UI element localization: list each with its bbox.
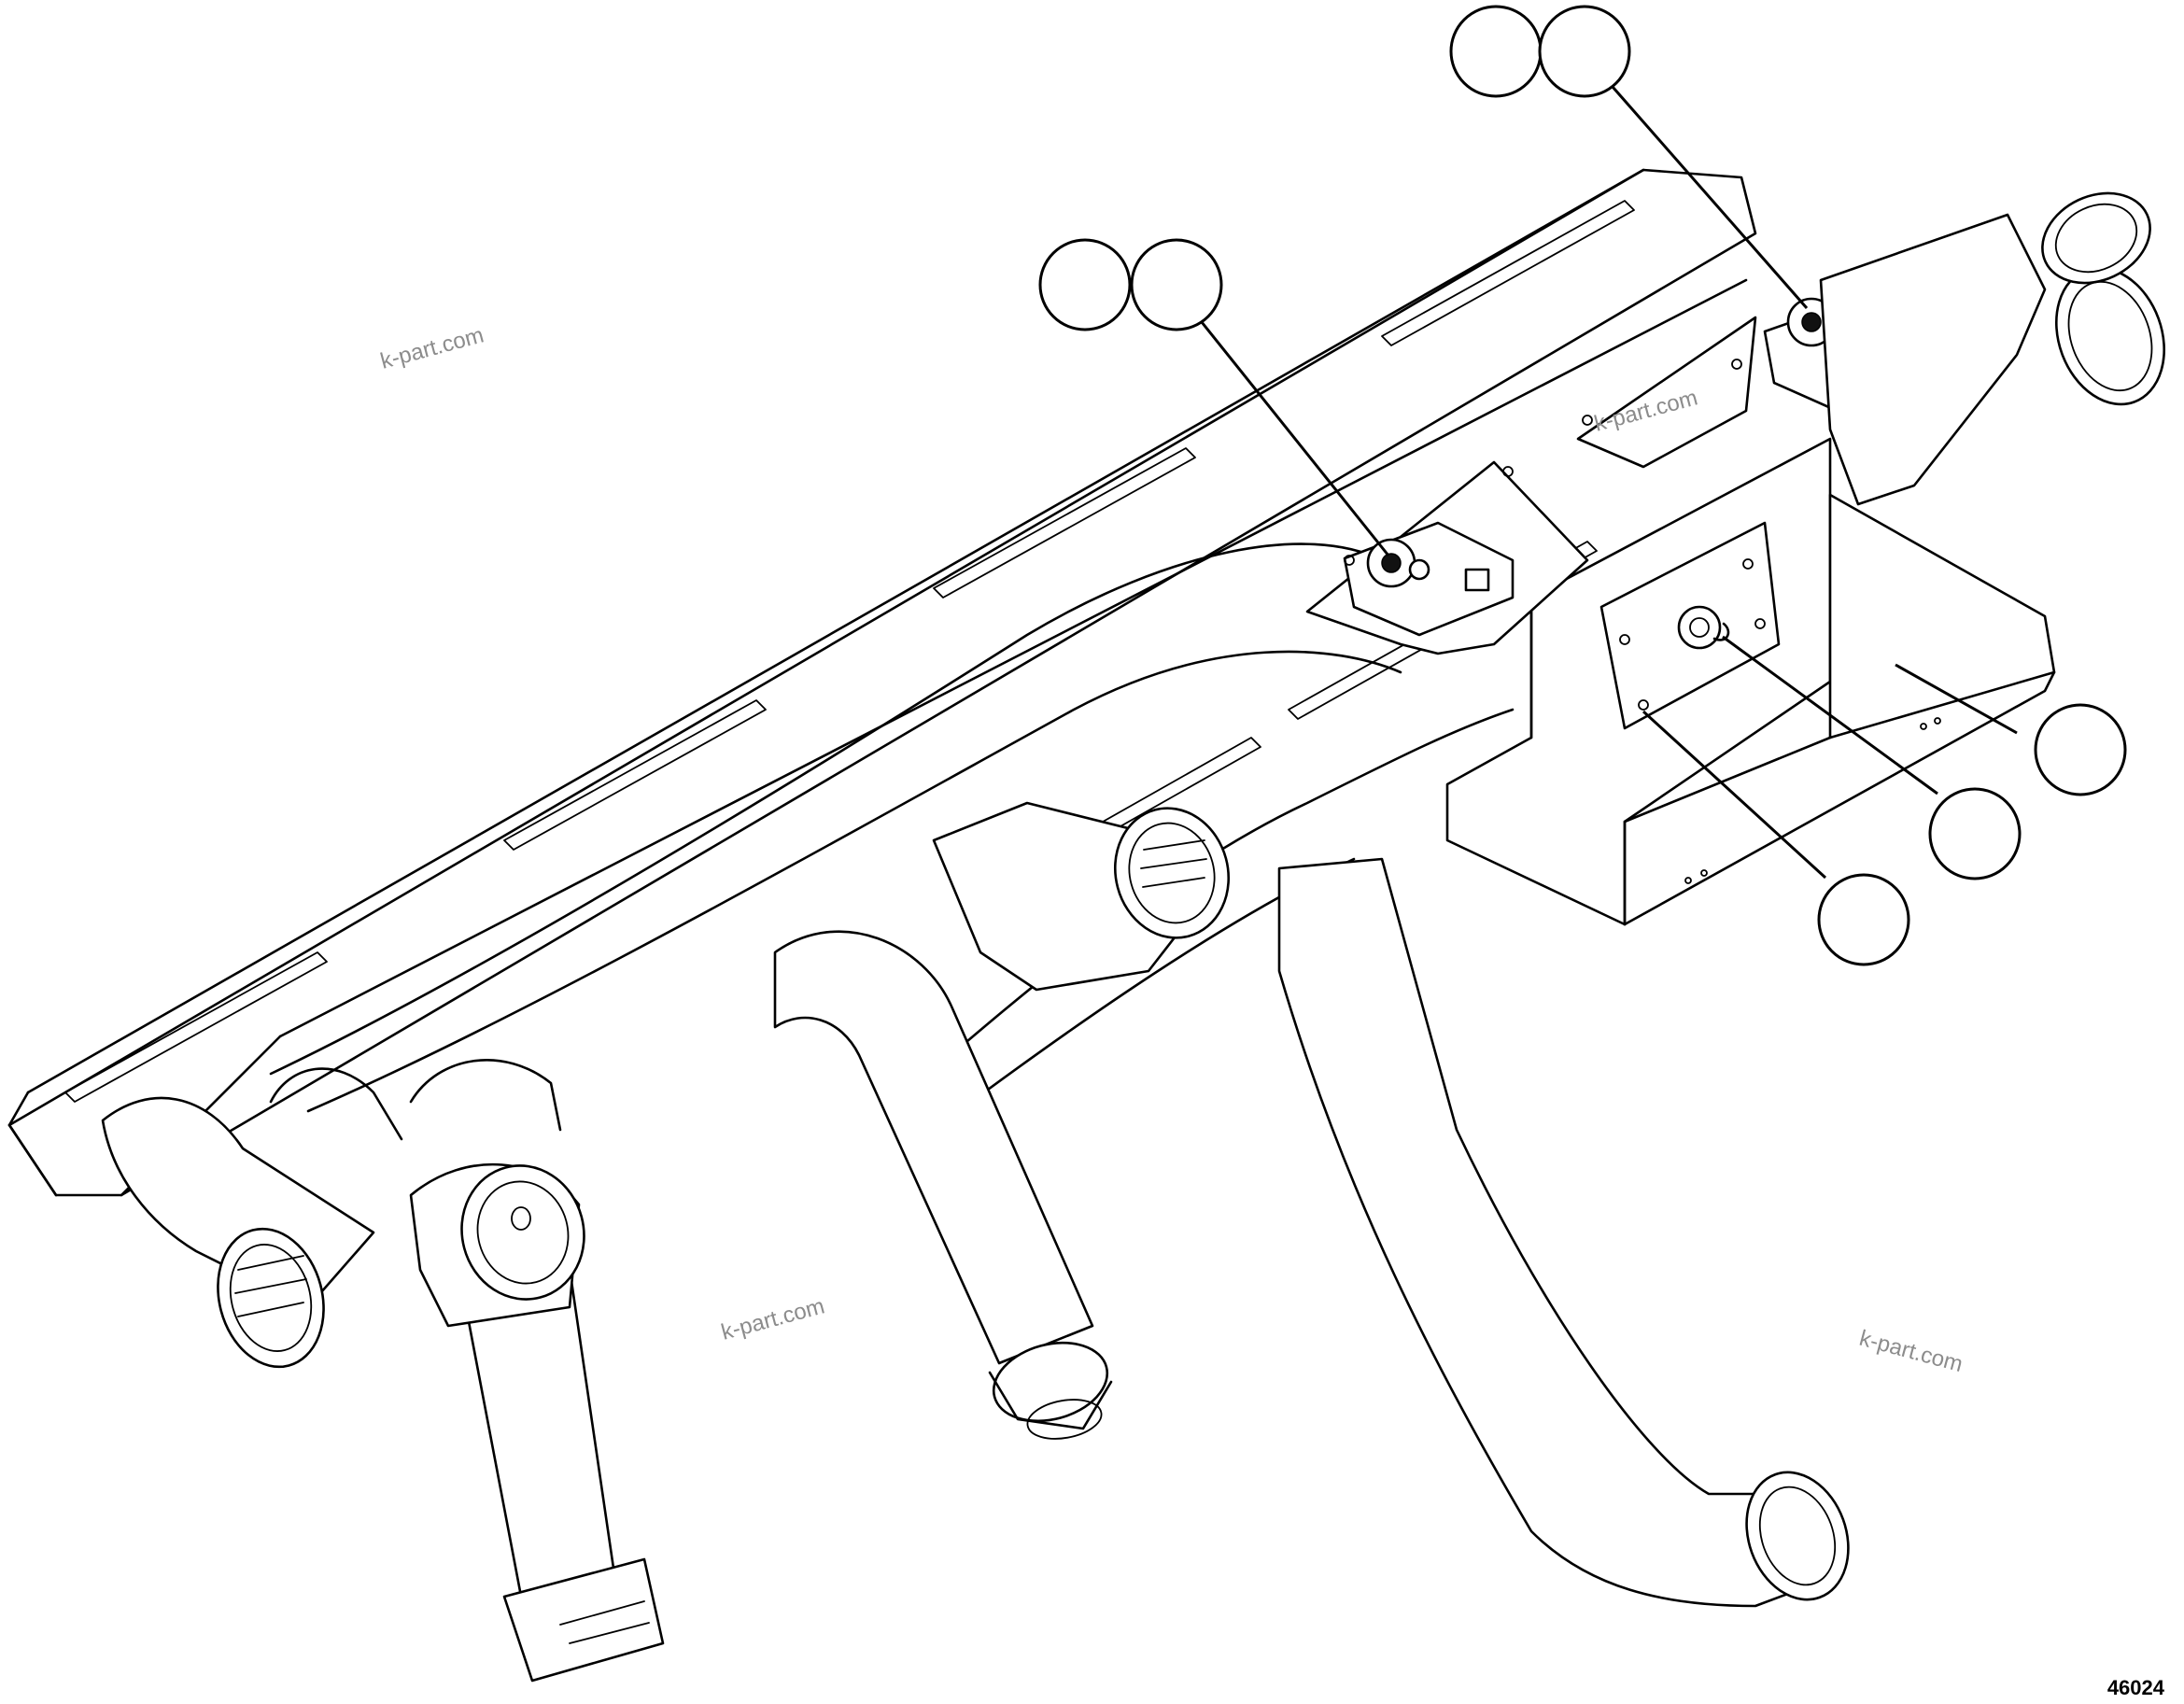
callout-top-right-b [1538, 5, 1631, 98]
center-actuator [1305, 460, 1589, 655]
main-duct-beam [7, 168, 1757, 1197]
callouts [1038, 5, 2127, 966]
control-knob [1677, 605, 1730, 650]
long-right-down-pipe [1277, 857, 1850, 1608]
callout-center-b [1130, 238, 1223, 331]
center-down-pipe [773, 930, 1113, 1440]
watermark-text: k-part.com [378, 322, 486, 373]
callout-center-a [1038, 238, 1132, 331]
callout-right-plate [1817, 873, 1910, 966]
callout-top-right-a [1449, 5, 1543, 98]
figure-number: 46024 [2107, 1676, 2165, 1699]
watermark-text: k-part.com [1856, 1326, 1965, 1377]
callout-leaders [1189, 78, 2018, 880]
watermark-text: k-part.com [719, 1293, 827, 1345]
lower-duct-channel [269, 542, 1515, 1132]
right-housing-box [1445, 437, 2056, 926]
callout-right-knob [1928, 787, 2022, 880]
upper-right-outlet [1819, 191, 2165, 506]
center-outlet-grille [932, 801, 1231, 992]
callout-right-housing [2034, 703, 2127, 796]
left-outlets [101, 1059, 585, 1369]
